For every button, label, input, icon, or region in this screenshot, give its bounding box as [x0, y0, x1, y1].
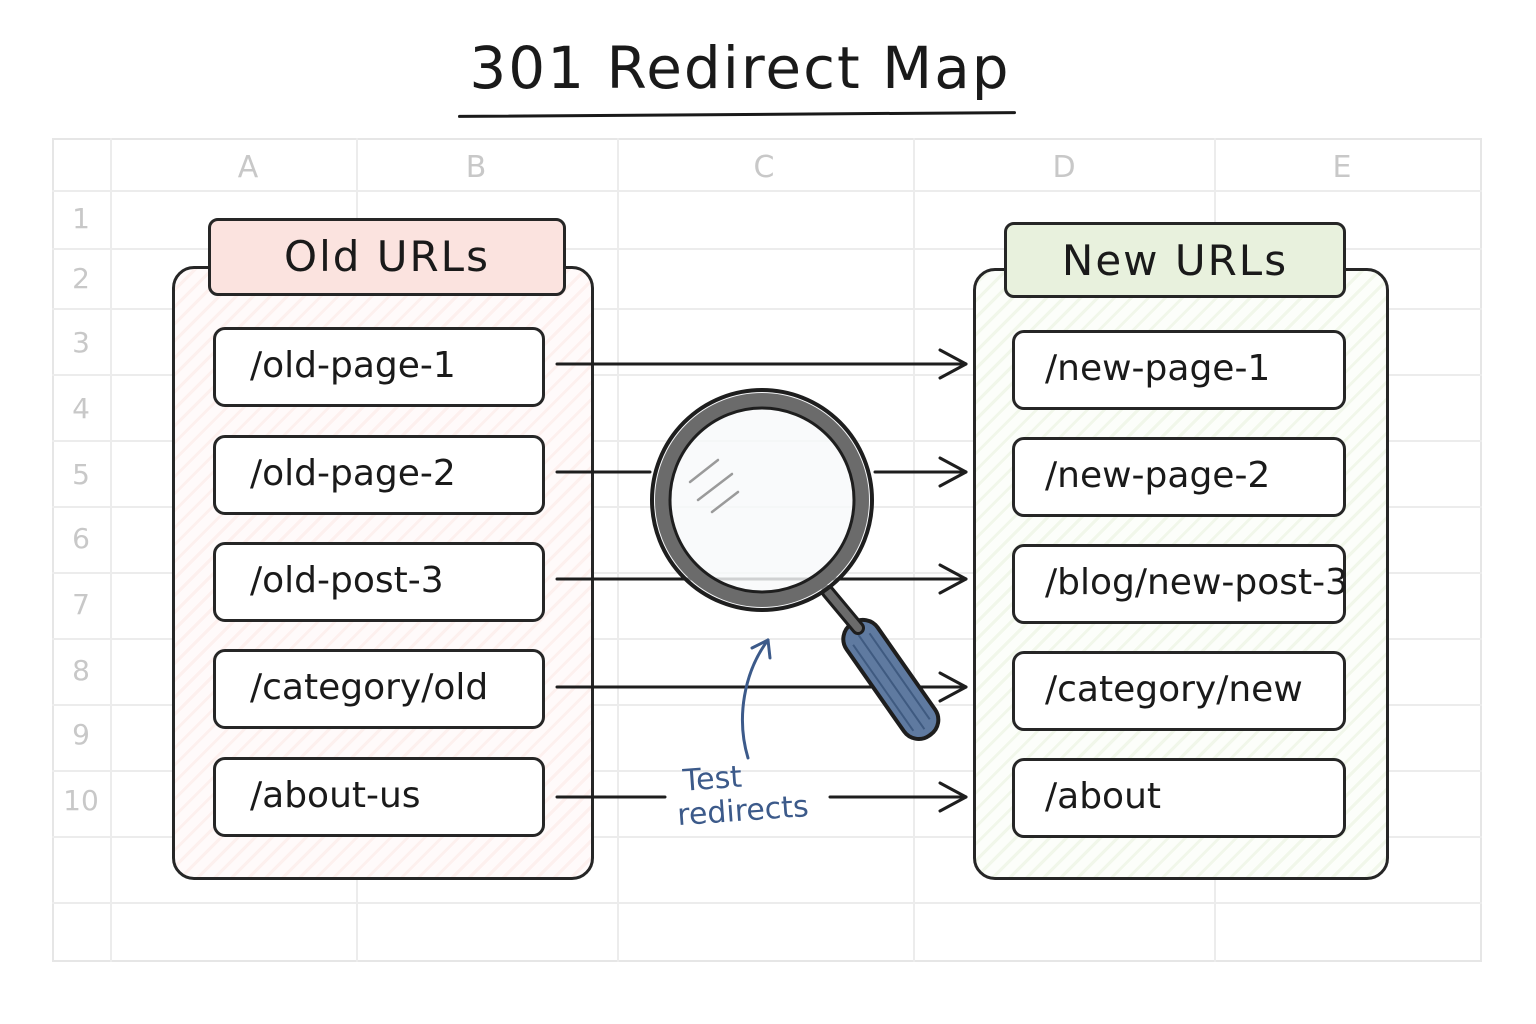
row-label-7: 7 [72, 588, 90, 621]
row-label-4: 4 [72, 392, 90, 425]
arrow-right-icon [938, 348, 968, 380]
grid-line [52, 248, 1482, 250]
grid-line [52, 308, 1482, 310]
column-label-e: E [1332, 150, 1352, 185]
column-label-b: B [465, 150, 487, 185]
new-urls-header: New URLs [1004, 222, 1346, 298]
grid-line [52, 902, 1482, 904]
grid-line [52, 770, 1482, 772]
column-label-a: A [237, 150, 259, 185]
row-label-9: 9 [72, 718, 90, 751]
row-label-10: 10 [63, 784, 99, 817]
grid-line [52, 704, 1482, 706]
arrow-right-icon [938, 456, 968, 488]
arrow-right-icon [938, 671, 968, 703]
row-label-5: 5 [72, 458, 90, 491]
grid-line [52, 836, 1482, 838]
column-label-c: C [753, 150, 775, 185]
arrow-right-icon [938, 781, 968, 813]
new-url-item: /new-page-1 [1012, 330, 1346, 410]
old-urls-header: Old URLs [208, 218, 566, 296]
old-url-item: /category/old [213, 649, 545, 729]
new-url-item: /about [1012, 758, 1346, 838]
row-label-8: 8 [72, 654, 90, 687]
old-url-item: /old-page-1 [213, 327, 545, 407]
new-url-item: /blog/new-post-3 [1012, 544, 1348, 624]
new-url-item: /new-page-2 [1012, 437, 1346, 517]
new-url-item: /category/new [1012, 651, 1346, 731]
magnifying-glass-icon [650, 388, 941, 741]
grid-line [913, 138, 915, 962]
grid-line [52, 190, 1482, 192]
old-url-item: /old-post-3 [213, 542, 545, 622]
column-label-d: D [1052, 150, 1076, 185]
row-label-1: 1 [72, 202, 90, 235]
grid-line [52, 374, 1482, 376]
spreadsheet-grid [52, 138, 1482, 962]
grid-line [110, 138, 112, 962]
old-url-item: /old-page-2 [213, 435, 545, 515]
page-title: 301 Redirect Map [469, 34, 1011, 102]
curved-arrow-icon [741, 638, 772, 760]
row-label-6: 6 [72, 522, 90, 555]
arrow-right-icon [938, 563, 968, 595]
grid-line [617, 138, 619, 962]
row-label-2: 2 [72, 262, 90, 295]
test-redirects-annotation: Test redirects [674, 755, 828, 834]
old-url-item: /about-us [213, 757, 545, 837]
row-label-3: 3 [72, 326, 90, 359]
